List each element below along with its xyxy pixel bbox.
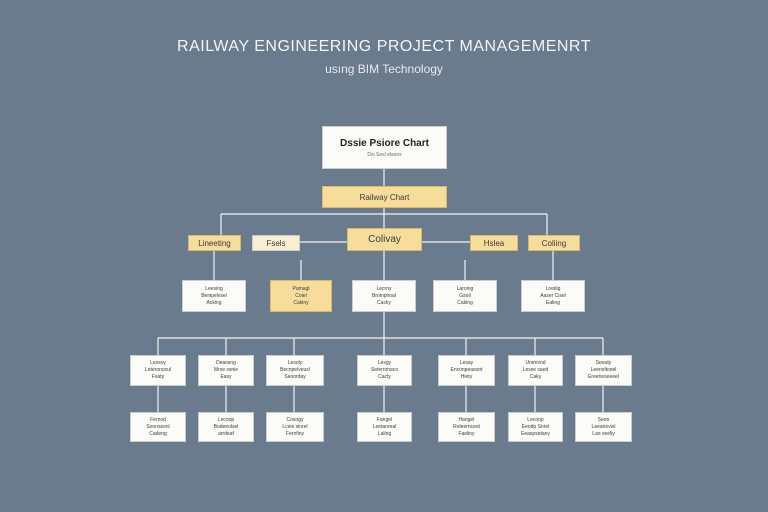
node-text: Seterronaco [370, 367, 399, 373]
node-text: Lreslig [545, 285, 561, 292]
node-text: Ealing [546, 299, 560, 306]
node-text: Lesay [459, 360, 474, 366]
level2-label: Fsels [266, 238, 286, 248]
top-box-subtitle: Dsi Sesl elsoes [367, 151, 402, 158]
node-text: Acking [206, 299, 222, 306]
node-text: Deassng [216, 360, 236, 366]
node-text: arrdeaf [218, 430, 234, 437]
level2-node-center: Colivay [347, 228, 422, 251]
top-box: Dssie Psiore Chart Dsi Sesl elsoes [322, 126, 447, 169]
node-text: Lesgy [377, 360, 392, 366]
node-text: Lesoly [287, 360, 303, 366]
node-text: Leesing [205, 285, 223, 292]
level3-node: Pamagl Coiel Cakiny [270, 280, 332, 312]
node-text: Leteronocul [144, 367, 172, 373]
node-text: Benipelvsel [201, 292, 227, 299]
node-text: Easy [220, 374, 232, 380]
diagram-subtitle: usıng BIM Technology [325, 62, 443, 76]
node-text: Gsoil [459, 292, 471, 299]
node-text: Cadeng [149, 430, 167, 437]
level4a-node: Seeuty Leenoltooel Ereeneseeeel [575, 355, 632, 386]
node-text: Broinpiroal [372, 292, 396, 299]
node-text: Fangel [376, 416, 393, 423]
level3-node: Laroing Gsoil Caking [433, 280, 497, 312]
node-text: Soonsesnl [146, 423, 170, 430]
node-text: Eeodp Snrel [521, 423, 550, 430]
level4a-node: Deassng Mrse ssnie Easy [198, 355, 254, 386]
node-text: Enconpeasoot [450, 367, 483, 373]
node-text: Fernfiny [285, 430, 305, 437]
node-text: Eeaspsetany [521, 430, 550, 437]
node-text: Becnpelveusl [280, 367, 310, 373]
node-text: Laroing [456, 285, 474, 292]
node-text: Bodeeolsel [213, 423, 239, 430]
node-text: Lao seeliy [592, 430, 615, 437]
node-text: Pamagl [292, 285, 310, 292]
level2-label: Hslea [483, 238, 505, 248]
node-text: Lceie sinrel [282, 423, 308, 430]
top-box-title: Dssie Psiore Chart [340, 137, 429, 149]
railway-chart-label: Railway Chart [359, 192, 410, 202]
level4a-node: Unenvod Lesse saed Caky [508, 355, 563, 386]
node-text: Cacty [378, 374, 391, 380]
node-text: Fsaty [151, 374, 165, 380]
node-text: Ereeneseeeel [588, 374, 619, 380]
node-text: Lessoy [150, 360, 166, 366]
node-text: Lecoop [217, 416, 235, 423]
level2-node-right1: Hslea [470, 235, 518, 251]
node-text: Aaser Cisel [540, 292, 566, 299]
node-text: Seoorday [284, 374, 306, 380]
node-text: Cosogy [286, 416, 304, 423]
level2-label: Colivay [368, 234, 401, 245]
level4b-node: Lecoop Bodeeolsel arrdeaf [198, 412, 254, 442]
level4b-node: Seoo Leeanovisl Lao seeliy [575, 412, 632, 442]
node-text: Seoo [597, 416, 610, 423]
level2-node-right2: Coliing [528, 235, 580, 251]
node-text: Coiel [295, 292, 307, 299]
level4a-node: Lessoy Leteronocul Fsaty [130, 355, 186, 386]
level2-node-left2: Fsels [252, 235, 300, 251]
node-text: Mrse ssnie [213, 367, 239, 373]
level2-label: Lineeting [198, 238, 231, 248]
level4b-node: Fernod Soonsesnl Cadeng [130, 412, 186, 442]
node-text: Leeanovisl [591, 423, 616, 430]
railway-chart-node: Railway Chart [322, 186, 447, 208]
node-text: Caking [457, 299, 473, 306]
level4a-node: Lesoly Becnpelveusl Seoorday [266, 355, 324, 386]
level4b-node: Cosogy Lceie sinrel Fernfiny [266, 412, 324, 442]
node-text: Hiety [460, 374, 473, 380]
node-text: Caky [529, 374, 542, 380]
level3-node: Leesing Benipelvsel Acking [182, 280, 246, 312]
level4b-node: Hanget Releerncest Faeliny [438, 412, 495, 442]
node-text: Laling [377, 430, 392, 437]
node-text: Leetaoreal [372, 423, 397, 430]
node-text: Cacky [377, 299, 391, 306]
level3-node: Lreslig Aaser Cisel Ealing [521, 280, 585, 312]
node-text: Releerncest [453, 423, 480, 430]
node-text: Seeuty [595, 360, 612, 366]
node-text: Lecrny [376, 285, 392, 292]
diagram-title: RAILWAY ENGINEERING PROJECT MANAGEMENRT [177, 38, 591, 55]
node-text: Hanget [458, 416, 475, 423]
level4b-node: Lecoop Eeodp Snrel Eeaspsetany [508, 412, 563, 442]
level4b-node: Fangel Leetaoreal Laling [357, 412, 412, 442]
node-text: Fernod [150, 416, 166, 423]
level4a-node: Lesay Enconpeasoot Hiety [438, 355, 495, 386]
level4a-node: Lesgy Seterronaco Cacty [357, 355, 412, 386]
node-text: Lesse saed [522, 367, 549, 373]
level3-node: Lecrny Broinpiroal Cacky [352, 280, 416, 312]
level2-label: Coliing [541, 238, 567, 248]
level2-node-left1: Lineeting [188, 235, 241, 251]
node-text: Leenoltooel [590, 367, 617, 373]
node-text: Faeliny [458, 430, 475, 437]
node-text: Cakiny [293, 299, 309, 306]
node-text: Unenvod [525, 360, 546, 366]
node-text: Lecoop [527, 416, 544, 423]
